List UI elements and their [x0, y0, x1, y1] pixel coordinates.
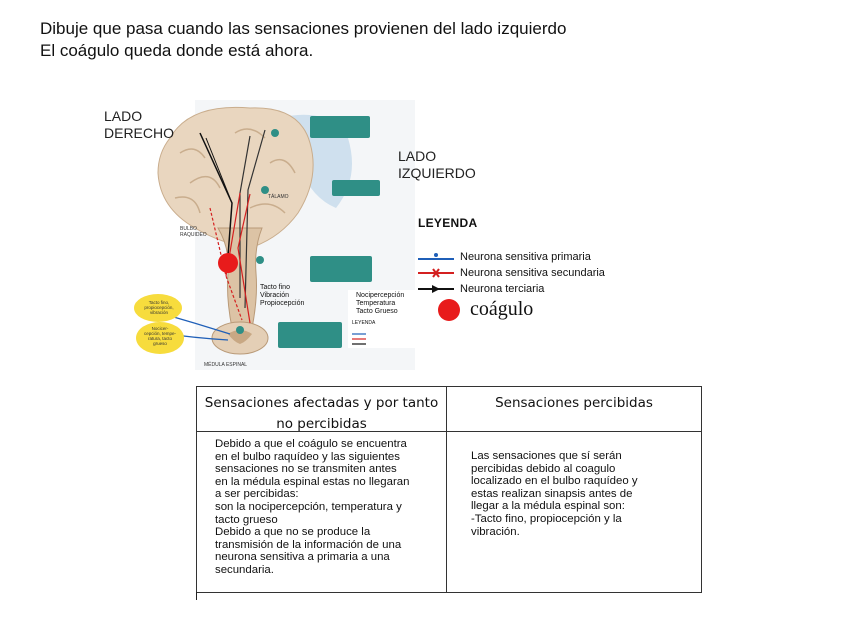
- small-label-medula: MÉDULA ESPINAL: [204, 362, 247, 368]
- tertiary-neuron-line-icon: [418, 282, 456, 296]
- clot-legend: coágulo: [438, 298, 533, 321]
- header-perceived-text: Sensaciones percibidas: [495, 395, 653, 411]
- secondary-neuron-line-icon: [418, 266, 456, 280]
- clot-label: coágulo: [470, 298, 533, 321]
- header-affected-text: Sensaciones afectadas y por tanto no per…: [205, 395, 438, 432]
- legend-label-primary: Neurona sensitiva primaria: [460, 251, 591, 263]
- table-row: Debido a que el coágulo se encuentra en …: [197, 432, 701, 592]
- label-left-side: LADO IZQUIERDO: [398, 148, 476, 182]
- sensations-table: Sensaciones afectadas y por tanto no per…: [196, 386, 702, 593]
- small-label-bulbo: BULBO RAQUIDEO: [180, 226, 207, 238]
- instruction-line-2: El coágulo queda donde está ahora.: [40, 40, 566, 62]
- yellow-label-bottom: Nocicer- cepción, tempe- ratura, tacto g…: [142, 326, 178, 346]
- legend-title: LEYENDA: [418, 216, 477, 230]
- small-label-talamo: TÁLAMO: [268, 194, 289, 200]
- cell-perceived-text: Las sensaciones que sí serán percibidas …: [471, 450, 691, 538]
- small-label-leyenda: LEYENDA: [352, 320, 375, 326]
- cell-affected: Debido a que el coágulo se encuentra en …: [197, 432, 447, 592]
- small-label-nocipercepcion: Nocipercepción Temperatura Tacto Grueso: [356, 292, 404, 316]
- cell-perceived: Las sensaciones que sí serán percibidas …: [447, 432, 701, 592]
- cell-affected-text: Debido a que el coágulo se encuentra en …: [215, 438, 440, 577]
- table-header-row: Sensaciones afectadas y por tanto no per…: [197, 387, 701, 432]
- brain-illustration: [100, 98, 660, 378]
- legend-label-tertiary: Neurona terciaria: [460, 283, 544, 295]
- legend-item-primary: Neurona sensitiva primaria: [418, 250, 591, 264]
- clot-dot-icon: [438, 299, 460, 321]
- yellow-label-top: Tacto fino, propiocepción, vibración: [142, 300, 176, 315]
- instructions: Dibuje que pasa cuando las sensaciones p…: [40, 18, 566, 62]
- header-perceived: Sensaciones percibidas: [447, 387, 701, 431]
- small-label-tacto-fino: Tacto fino Vibración Propiocepción: [260, 284, 304, 308]
- legend-item-secondary: Neurona sensitiva secundaria: [418, 266, 605, 280]
- text-cursor: [196, 592, 197, 600]
- header-affected: Sensaciones afectadas y por tanto no per…: [197, 387, 447, 431]
- primary-neuron-line-icon: [418, 250, 456, 264]
- label-right-side: LADO DERECHO: [104, 108, 174, 142]
- legend-label-secondary: Neurona sensitiva secundaria: [460, 267, 605, 279]
- instruction-line-1: Dibuje que pasa cuando las sensaciones p…: [40, 18, 566, 40]
- legend-item-tertiary: Neurona terciaria: [418, 282, 544, 296]
- neuroanatomy-figure: LADO DERECHO LADO IZQUIERDO BULBO RAQUID…: [100, 98, 660, 378]
